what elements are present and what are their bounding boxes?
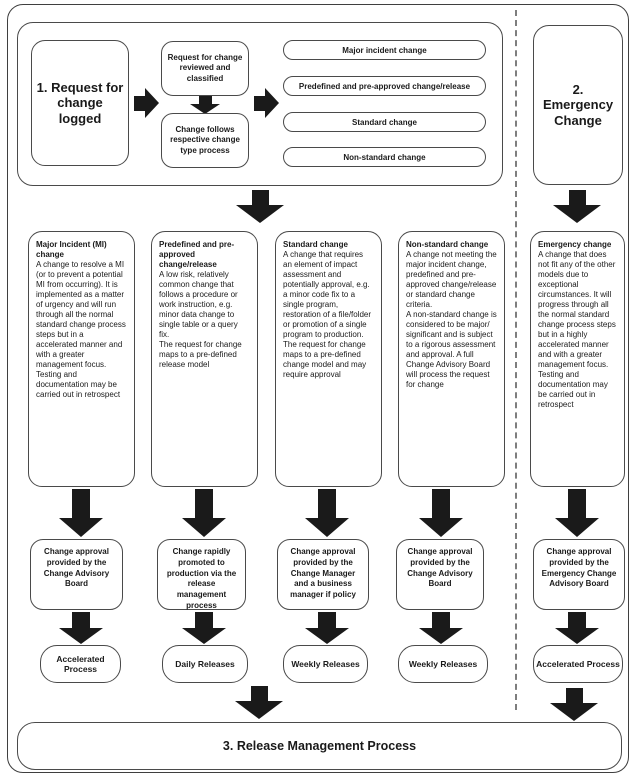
arrow-shaft: [195, 612, 213, 628]
down-arrow-emergency-to-details: [553, 190, 601, 223]
arrow-head: [550, 703, 598, 721]
emergency-change-box: 2. Emergency Change: [533, 25, 623, 185]
change-type-pill-standard: Standard change: [283, 112, 486, 132]
arrow-shaft: [565, 688, 583, 703]
arrow-shaft: [432, 489, 450, 518]
arrow-shaft: [568, 489, 586, 518]
right-arrow-to-review: [134, 88, 159, 118]
down-arrow-col4: [419, 489, 463, 537]
arrow-shaft: [318, 489, 336, 518]
outcome-pill-weekly-1: Weekly Releases: [283, 645, 368, 683]
stage1-container: [17, 22, 503, 186]
down-arrow-col2: [182, 489, 226, 537]
detail-box-non-standard: Non-standard change A change not meeting…: [398, 231, 505, 487]
arrow-head: [305, 628, 349, 644]
arrow-head: [555, 628, 599, 644]
review-classified-box: Request for change reviewed and classifi…: [161, 41, 249, 96]
approval-box-major-incident: Change approval provided by the Change A…: [30, 539, 123, 610]
down-arrow-col3: [305, 489, 349, 537]
arrow-head: [182, 628, 226, 644]
arrow-shaft: [568, 612, 586, 628]
detail-description: A change to resolve a MI (or to prevent …: [36, 260, 126, 399]
outcome-pill-weekly-2: Weekly Releases: [398, 645, 488, 683]
arrow-head: [305, 518, 349, 537]
request-logged-box: 1. Request for change logged: [31, 40, 129, 166]
change-type-pill-major-incident: Major incident change: [283, 40, 486, 60]
arrow-shaft: [250, 686, 268, 701]
arrow-head: [145, 88, 159, 118]
outcome-pill-daily: Daily Releases: [162, 645, 248, 683]
arrow-shaft: [198, 96, 212, 104]
release-management-process-box: 3. Release Management Process: [17, 722, 622, 770]
arrow-head: [553, 205, 601, 223]
arrow-head: [59, 518, 103, 537]
detail-description: A change that does not fit any of the ot…: [538, 250, 616, 409]
outcome-pill-accelerated-1: Accelerated Process: [40, 645, 121, 683]
arrow-shaft: [134, 95, 145, 111]
down-arrow-stage1-to-details: [236, 190, 284, 223]
change-type-pill-predefined: Predefined and pre-approved change/relea…: [283, 76, 486, 96]
approval-box-emergency: Change approval provided by the Emergenc…: [533, 539, 625, 610]
down-arrow-approval-col1: [59, 612, 103, 644]
detail-title: Emergency change: [538, 240, 612, 249]
arrow-shaft: [72, 612, 90, 628]
arrow-head: [419, 518, 463, 537]
down-arrow-approval-col3: [305, 612, 349, 644]
detail-box-emergency: Emergency change A change that does not …: [530, 231, 625, 487]
arrow-shaft: [195, 489, 213, 518]
follows-process-box: Change follows respective change type pr…: [161, 113, 249, 168]
detail-title: Predefined and pre-approved change/relea…: [159, 240, 235, 269]
arrow-shaft: [254, 95, 265, 111]
arrow-head: [236, 205, 284, 223]
down-arrow-approval-col4: [419, 612, 463, 644]
down-arrow-approval-col5: [555, 612, 599, 644]
right-arrow-to-change-types: [254, 88, 279, 118]
diagram-outer-border: [7, 4, 629, 773]
detail-description: A change not meeting the major incident …: [406, 250, 497, 389]
detail-description: A low risk, relatively common change tha…: [159, 270, 242, 369]
down-arrow-approval-col2: [182, 612, 226, 644]
down-arrow-to-release-mgmt-emergency: [550, 688, 598, 721]
detail-title: Standard change: [283, 240, 348, 249]
approval-box-non-standard: Change approval provided by the Change A…: [396, 539, 484, 610]
arrow-head: [265, 88, 279, 118]
arrow-shaft: [72, 489, 90, 518]
arrow-head: [419, 628, 463, 644]
detail-box-standard: Standard change A change that requires a…: [275, 231, 382, 487]
arrow-head: [59, 628, 103, 644]
down-arrow-to-release-mgmt-center: [235, 686, 283, 719]
detail-title: Non-standard change: [406, 240, 489, 249]
arrow-head: [235, 701, 283, 719]
approval-box-standard: Change approval provided by the Change M…: [277, 539, 369, 610]
down-arrow-col5: [555, 489, 599, 537]
emergency-section-divider: [515, 10, 517, 710]
arrow-head: [182, 518, 226, 537]
arrow-shaft: [432, 612, 450, 628]
arrow-shaft: [568, 190, 586, 205]
detail-box-major-incident: Major Incident (MI) change A change to r…: [28, 231, 135, 487]
down-arrow-col1: [59, 489, 103, 537]
arrow-shaft: [318, 612, 336, 628]
change-type-pill-non-standard: Non-standard change: [283, 147, 486, 167]
detail-description: A change that requires an element of imp…: [283, 250, 372, 379]
arrow-head: [190, 104, 220, 114]
approval-box-predefined: Change rapidly promoted to production vi…: [157, 539, 246, 610]
detail-box-predefined: Predefined and pre-approved change/relea…: [151, 231, 258, 487]
arrow-head: [555, 518, 599, 537]
outcome-pill-accelerated-2: Accelerated Process: [533, 645, 623, 683]
arrow-shaft: [251, 190, 269, 205]
detail-title: Major Incident (MI) change: [36, 240, 107, 259]
down-arrow-review-to-follows: [190, 96, 220, 114]
